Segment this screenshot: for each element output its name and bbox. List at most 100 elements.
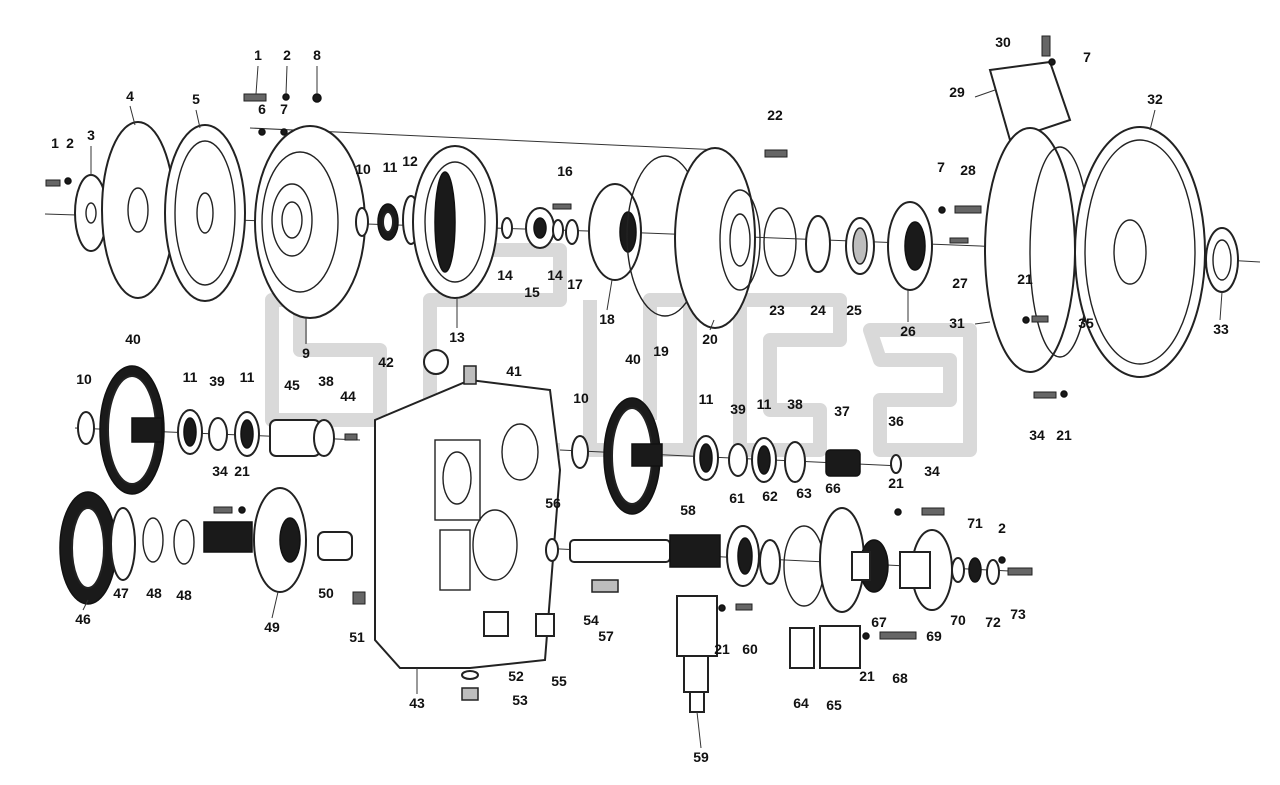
part-label-l-1a: 1 [51,135,59,151]
part-label-l-8: 8 [313,47,321,63]
part-label-l-27: 27 [952,275,968,291]
part-label-l-73: 73 [1010,606,1026,622]
parts-14-15-16-17 [501,203,579,249]
part-label-l-52: 52 [508,668,524,684]
part-label-l-53: 53 [512,692,528,708]
part-label-l-23: 23 [769,302,785,318]
part-label-l-18: 18 [599,311,615,327]
part-label-l-26: 26 [900,323,916,339]
parts-56-57 [545,538,619,593]
part-label-l-32: 32 [1147,91,1163,107]
part-label-l-11d: 11 [699,391,714,407]
part-18-stator [588,183,642,281]
part-label-l-34a: 34 [1029,427,1045,443]
part-label-l-1b: 1 [254,47,262,63]
part-label-l-64: 64 [793,695,809,711]
part-label-l-35: 35 [1078,315,1094,331]
part-label-l-40a: 40 [125,331,141,347]
part-46-seal [59,491,117,605]
parts-47-48-48 [110,507,195,581]
parts-54-55 [483,611,555,637]
part-label-l-25: 25 [846,302,862,318]
parts-41-42 [423,349,477,385]
part-label-l-66: 66 [825,480,841,496]
part-label-l-51: 51 [349,629,365,645]
part-label-l-69: 69 [926,628,942,644]
part-label-l-50: 50 [318,585,334,601]
part-label-l-70: 70 [950,612,966,628]
part-label-l-28: 28 [960,162,976,178]
part-label-l-10a: 10 [355,161,371,177]
part-label-l-44: 44 [340,388,356,404]
parts-11-39-11-left [177,409,260,457]
part-label-l-59: 59 [693,749,709,765]
part-label-l-54: 54 [583,612,599,628]
bolt-1-washer-2 [45,177,72,187]
part-label-l-30: 30 [995,34,1011,50]
part-label-l-48a: 48 [146,585,162,601]
part-label-l-2b: 2 [283,47,291,63]
part-label-l-22: 22 [767,107,783,123]
part-label-l-21b: 21 [1056,427,1072,443]
part-label-l-21a: 21 [1017,271,1033,287]
leader-lines [82,89,1223,749]
small-fasteners-top [243,65,322,136]
parts-10-11-12 [355,195,420,245]
parts-29-30 [988,35,1072,142]
part-label-l-4: 4 [126,88,134,104]
part-label-l-11b: 11 [183,369,198,385]
part-33-seal [1205,227,1239,293]
part-label-l-62: 62 [762,488,778,504]
part-label-l-36: 36 [888,413,904,429]
part-label-l-21d: 21 [234,463,250,479]
parts-7-28 [938,205,982,214]
part-label-l-45: 45 [284,377,300,393]
parts-61-62-63 [726,525,825,607]
part-label-l-33: 33 [1213,321,1229,337]
part-label-l-3: 3 [87,127,95,143]
part-43-gearbox-housing [374,378,562,669]
part-label-l-6: 6 [258,101,266,117]
bolt-22 [764,149,788,158]
part-10-ring-left [77,411,95,445]
part-label-l-63: 63 [796,485,812,501]
part-label-l-29: 29 [949,84,965,100]
part-label-l-17: 17 [567,276,583,292]
part-label-l-2a: 2 [66,135,74,151]
parts-64-65-21-68 [789,625,917,669]
parts-21-34-35 [1022,315,1068,399]
parts-21-60 [718,603,753,612]
part-label-l-11c: 11 [240,369,255,385]
part-label-l-21c: 21 [888,475,904,491]
part-label-l-71: 71 [967,515,983,531]
part-label-l-38b: 38 [787,396,803,412]
part-label-l-60: 60 [742,641,758,657]
part-label-l-20: 20 [702,331,718,347]
part-label-l-5: 5 [192,91,200,107]
part-label-l-43: 43 [409,695,425,711]
part-label-l-46: 46 [75,611,91,627]
part-26-pump [887,201,969,291]
part-label-l-49: 49 [264,619,280,635]
parts-70-71-72-73-2 [951,556,1033,585]
part-40-gear-left [99,365,165,495]
part-label-l-67: 67 [871,614,887,630]
part-69-flange [899,529,953,611]
part-20-cover [674,147,761,329]
part-label-l-55: 55 [551,673,567,689]
part-label-l-56: 56 [545,495,561,511]
part-label-l-7a: 7 [280,101,288,117]
part-59-valve [676,595,718,713]
part-label-l-24: 24 [810,302,826,318]
part-label-l-12: 12 [402,153,418,169]
part-label-l-39a: 39 [209,373,225,389]
parts-37-36 [825,449,902,477]
part-5-flexplate [164,124,246,302]
part-label-l-38a: 38 [318,373,334,389]
part-32-cover [1074,126,1206,378]
part-67-gear [851,539,889,593]
part-label-l-57: 57 [598,628,614,644]
part-label-l-13: 13 [449,329,465,345]
part-9-housing [254,125,366,319]
